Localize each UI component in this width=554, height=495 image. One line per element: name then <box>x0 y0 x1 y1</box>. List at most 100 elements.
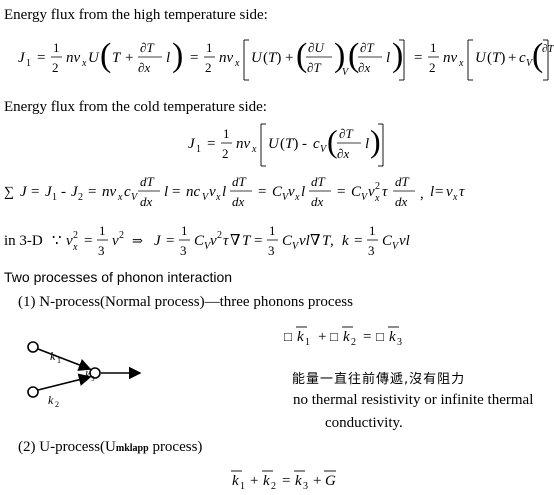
svg-text:=: = <box>354 233 362 249</box>
svg-text:∇: ∇ <box>230 233 240 249</box>
svg-text:v: v <box>288 184 295 200</box>
n-process-note-line2: conductivity. <box>325 415 403 431</box>
svg-text:V: V <box>392 241 400 252</box>
n-process-note-line1: no thermal resistivity or infinite therm… <box>293 392 534 408</box>
svg-text:=: = <box>258 184 266 200</box>
svg-text:∂T: ∂T <box>339 126 353 141</box>
svg-text:V: V <box>282 192 290 203</box>
svg-text:+: + <box>285 50 293 66</box>
svg-text:x: x <box>117 192 123 203</box>
svg-text:=: = <box>84 233 92 249</box>
svg-text:∂x: ∂x <box>337 146 349 161</box>
u-G: G <box>325 473 336 489</box>
box-glyph-1: □ <box>284 329 292 344</box>
svg-text:l: l <box>301 184 305 200</box>
svg-text:nv: nv <box>102 184 117 200</box>
svg-text:V: V <box>342 67 350 78</box>
svg-text:(: ( <box>100 37 111 74</box>
svg-text:x: x <box>374 193 380 204</box>
svg-text:x: x <box>72 242 78 253</box>
svg-text:nv: nv <box>443 50 458 66</box>
svg-text:U: U <box>475 50 487 66</box>
svg-text:∂x: ∂x <box>138 60 150 75</box>
svg-text:l: l <box>164 184 168 200</box>
u-k1-sub: 1 <box>240 481 245 492</box>
svg-text:=: = <box>207 136 215 152</box>
svg-text:+: + <box>250 473 258 489</box>
svg-text:v: v <box>66 233 73 249</box>
svg-text:+: + <box>318 329 326 345</box>
svg-text:x: x <box>452 192 458 203</box>
n-k2-sub: 2 <box>351 337 356 348</box>
svg-text:l: l <box>365 136 369 152</box>
svg-text:∑: ∑ <box>4 185 14 200</box>
svg-text:-: - <box>61 184 66 200</box>
n-process-note-chinese: 能量一直往前傳遞,沒有阻力 <box>292 372 466 387</box>
phonon-k2-origin <box>27 386 39 398</box>
svg-text:V: V <box>202 192 210 203</box>
label-k3-sub: 3 <box>91 375 95 383</box>
svg-text:C: C <box>282 233 293 249</box>
phonon-k2-arrow <box>37 373 92 391</box>
u-process-equation: k 1 + k 2 = k 3 + G <box>231 470 336 492</box>
svg-text:): ) <box>172 37 183 74</box>
svg-text:(: ( <box>327 123 338 159</box>
svg-text:+: + <box>125 50 133 66</box>
svg-text:V: V <box>526 58 534 69</box>
svg-text:l: l <box>430 184 434 200</box>
svg-text:+: + <box>313 473 321 489</box>
box-glyph-2: □ <box>330 329 338 344</box>
svg-text:J: J <box>154 233 162 249</box>
svg-text:∂T: ∂T <box>360 40 374 55</box>
label-k3: k <box>85 369 91 381</box>
svg-text:2: 2 <box>429 60 436 75</box>
svg-text:2: 2 <box>205 60 212 75</box>
svg-text:∂T: ∂T <box>307 60 321 75</box>
svg-text:dT: dT <box>232 174 247 189</box>
svg-text:T: T <box>242 233 252 249</box>
u-process-label: (2) U-process(Umklapp process) <box>18 438 202 458</box>
phonon-k1-arrow <box>37 348 92 371</box>
svg-text:x: x <box>215 192 221 203</box>
label-k2: k <box>48 393 54 407</box>
svg-text:2: 2 <box>217 230 222 241</box>
n-process-diagram: k 1 k 2 k 3 <box>27 341 142 409</box>
svg-text:nc: nc <box>186 184 201 200</box>
svg-text:1: 1 <box>26 58 31 69</box>
svg-text:(T): (T) <box>263 50 281 66</box>
svg-text:dT: dT <box>140 174 155 189</box>
svg-text:U: U <box>251 50 263 66</box>
svg-text:vl: vl <box>299 233 310 249</box>
svg-text:=: = <box>166 233 174 249</box>
svg-text:T: T <box>322 233 332 249</box>
label-k2-sub: 2 <box>55 400 59 409</box>
svg-text:τ: τ <box>459 184 465 200</box>
svg-text:1: 1 <box>369 223 376 238</box>
heading-hot-side: Energy flux from the high temperature si… <box>4 7 268 23</box>
svg-text:1: 1 <box>181 223 188 238</box>
svg-text:3: 3 <box>98 243 105 258</box>
svg-text:=: = <box>337 184 345 200</box>
svg-text:∂T: ∂T <box>140 40 154 55</box>
box-glyph-3: □ <box>376 329 384 344</box>
svg-text:=: = <box>435 184 443 200</box>
svg-text:dx: dx <box>140 194 153 209</box>
heading-cold-side: Energy flux from the cold temperature si… <box>4 99 267 115</box>
svg-text:=: = <box>31 184 39 200</box>
svg-text:2: 2 <box>78 192 83 203</box>
svg-text:τ: τ <box>223 233 229 249</box>
svg-text:2: 2 <box>222 146 229 161</box>
svg-text:∂x: ∂x <box>358 60 370 75</box>
n-k1-sub: 1 <box>305 337 310 348</box>
svg-text:1: 1 <box>99 223 106 238</box>
n-k1: k <box>297 329 304 345</box>
svg-text:dT: dT <box>395 174 410 189</box>
svg-text:1: 1 <box>430 40 437 55</box>
n-k2: k <box>343 329 350 345</box>
u-process-label-tail: process) <box>148 439 203 455</box>
svg-text:,: , <box>420 186 424 202</box>
svg-text:1: 1 <box>52 192 57 203</box>
